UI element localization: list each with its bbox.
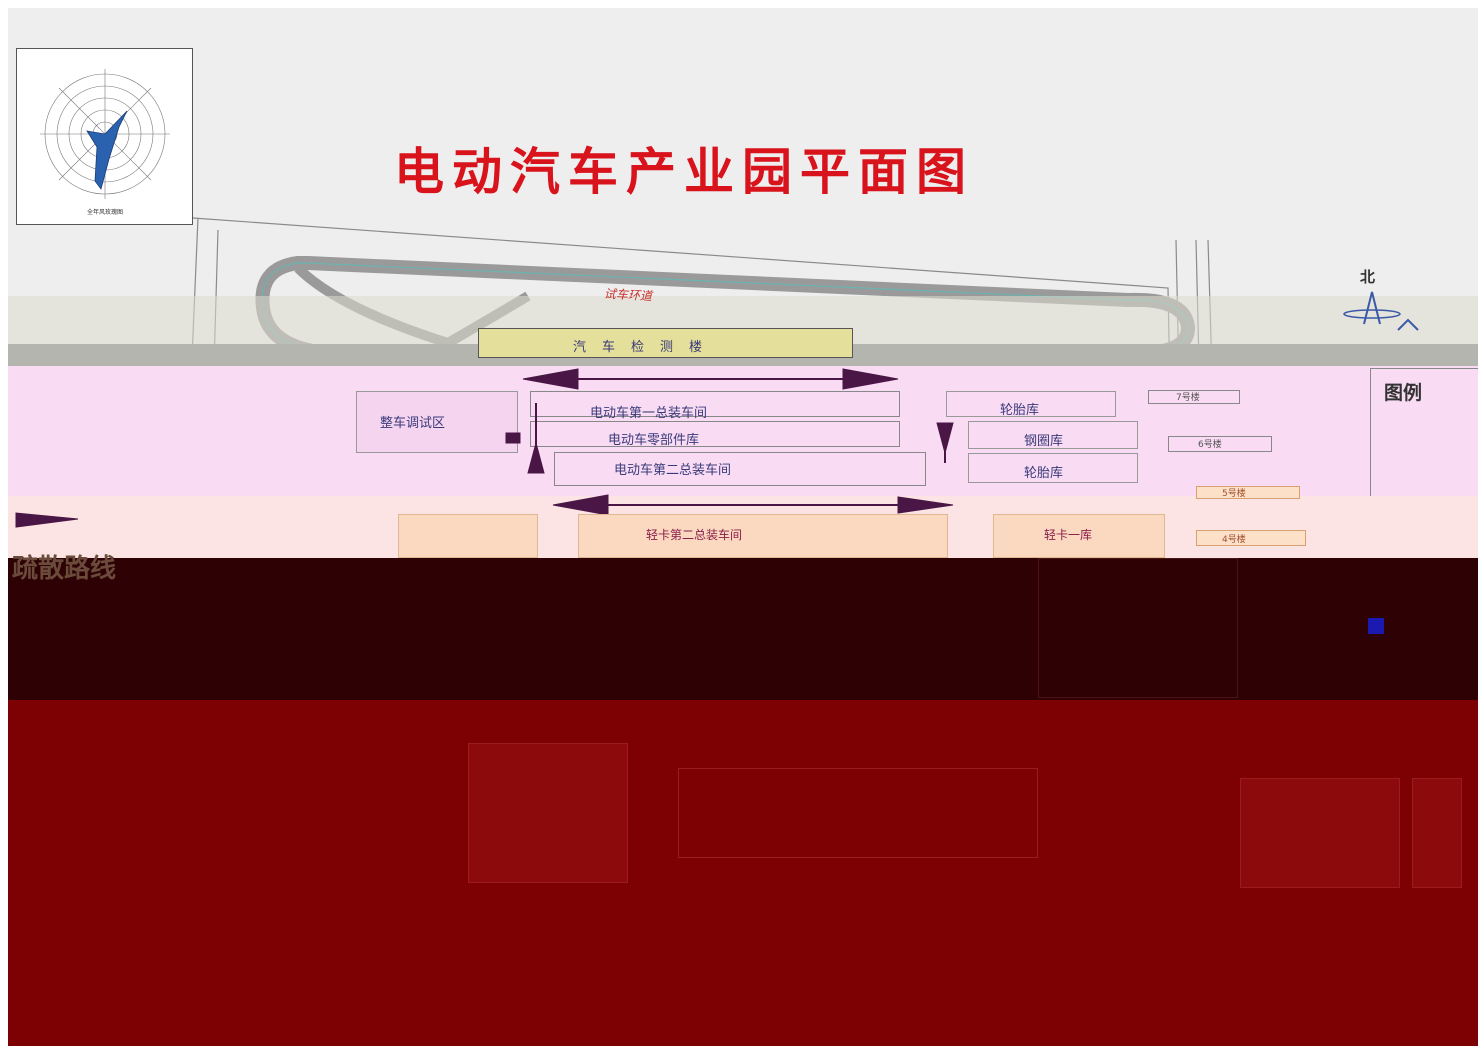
north-arrow-icon — [1343, 291, 1419, 331]
steel-ring-label: 钢圈库 — [1024, 434, 1064, 449]
small-buildings — [398, 514, 538, 558]
north-label: 北 — [1360, 268, 1376, 286]
light-truck-warehouse — [993, 514, 1165, 558]
wind-rose-icon: 全年风玫瑰图 — [16, 48, 193, 225]
assembly-1-label: 电动车第一总装车间 — [590, 406, 708, 421]
top-area — [8, 8, 1478, 298]
building-6-label: 6号楼 — [1198, 440, 1222, 450]
debug-area — [356, 391, 518, 453]
legend-box — [1370, 368, 1478, 496]
tire-warehouse-2 — [968, 453, 1138, 483]
test-building-label: 汽车检测楼 — [573, 340, 719, 355]
building-4-label: 4号楼 — [1222, 535, 1246, 545]
parts-warehouse-label: 电动车零部件库 — [608, 433, 700, 448]
dark-band — [8, 558, 1478, 700]
red-zone-block-1 — [468, 743, 628, 883]
red-zone-block-4 — [1412, 778, 1462, 888]
red-zone-block-3 — [1240, 778, 1400, 888]
red-zone-block-2 — [678, 768, 1038, 858]
tire-warehouse-2-label: 轮胎库 — [1024, 466, 1064, 481]
debug-area-label: 整车调试区 — [380, 416, 446, 431]
steel-ring-warehouse — [968, 421, 1138, 449]
assembly-2-building — [554, 452, 926, 486]
evacuation-route-title: 疏散路线 — [12, 554, 117, 584]
legend-color-swatch — [1368, 618, 1384, 634]
test-building — [478, 328, 853, 358]
site-plan-map: 电动汽车产业园平面图 全年风玫瑰图 试车环道 汽车检测楼 北 — [8, 8, 1478, 1046]
pink-band — [8, 366, 1478, 496]
truck-assembly-building — [578, 514, 948, 558]
assembly-1-building — [530, 391, 900, 417]
building-7 — [1148, 390, 1240, 404]
page-title: 电动汽车产业园平面图 — [394, 142, 974, 201]
truck-assembly-label: 轻卡第二总装车间 — [646, 528, 743, 542]
test-track-label: 试车环道 — [603, 286, 653, 304]
building-4 — [1196, 530, 1306, 546]
legend-title: 图例 — [1384, 382, 1423, 404]
parts-warehouse-building — [530, 421, 900, 447]
dark-zone-block — [1038, 558, 1238, 698]
building-5-label: 5号楼 — [1222, 489, 1246, 499]
building-7-label: 7号楼 — [1176, 393, 1200, 403]
building-5 — [1196, 486, 1300, 499]
windrose-caption: 全年风玫瑰图 — [87, 208, 123, 216]
light-truck-label: 轻卡一库 — [1044, 528, 1093, 542]
evacuation-arrows — [15, 368, 954, 528]
building-6 — [1168, 436, 1272, 452]
tire-warehouse-1 — [946, 391, 1116, 417]
red-band — [8, 700, 1478, 1046]
assembly-2-label: 电动车第二总装车间 — [614, 463, 732, 478]
tire-warehouse-1-label: 轮胎库 — [1000, 403, 1040, 418]
